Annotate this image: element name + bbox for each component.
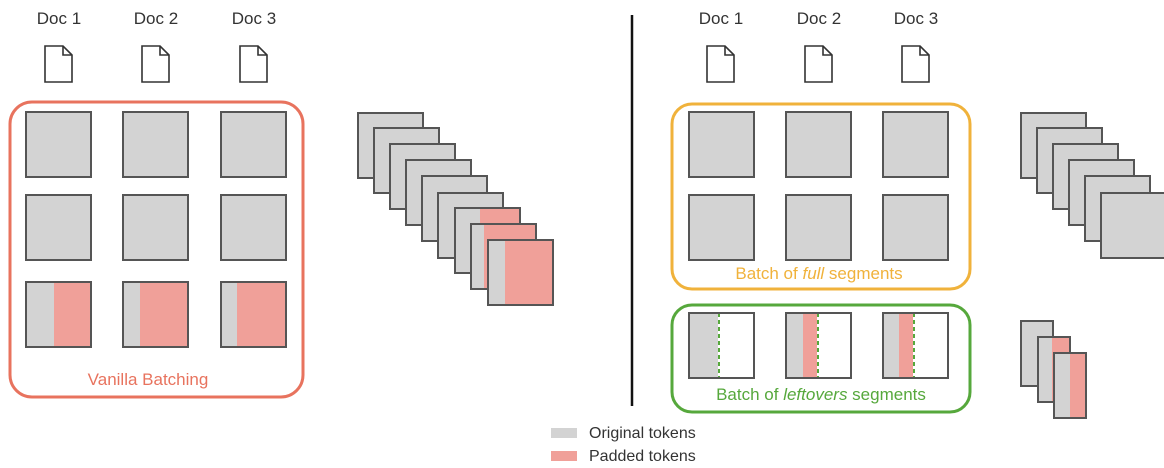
segment-original	[25, 194, 92, 261]
doc-label: Doc 3	[894, 9, 938, 28]
segment-original	[785, 194, 852, 261]
segment-original	[122, 194, 189, 261]
legend-swatch-padded	[551, 451, 577, 461]
segment-original	[122, 111, 189, 178]
segment-leftover	[785, 312, 852, 379]
document-icon	[706, 45, 735, 83]
document-icon	[239, 45, 268, 83]
full-stacked-batch	[1020, 112, 1164, 259]
segment-original	[882, 111, 949, 178]
segment-original	[220, 194, 287, 261]
segment-original	[785, 111, 852, 178]
leftover-stacked-batch	[1020, 320, 1087, 419]
segment-padded	[220, 281, 287, 348]
legend: Original tokens Padded tokens	[551, 425, 696, 465]
segment-padded	[122, 281, 189, 348]
doc-label: Doc 2	[134, 9, 178, 28]
right-panel: Doc 1 Doc 2 Doc 3 Batch of full segments	[670, 9, 1164, 419]
vanilla-batching-label: Vanilla Batching	[88, 370, 209, 389]
doc-label: Doc 1	[37, 9, 81, 28]
vanilla-batch-box	[8, 100, 305, 399]
segment-padded	[25, 281, 92, 348]
segment-original	[882, 194, 949, 261]
segment-original	[688, 111, 755, 178]
left-panel: Doc 1 Doc 2 Doc 3	[8, 9, 554, 399]
doc-label: Doc 3	[232, 9, 276, 28]
segment-original	[688, 194, 755, 261]
legend-label: Padded tokens	[589, 448, 696, 465]
doc-label: Doc 1	[699, 9, 743, 28]
leftover-segments-label: Batch of leftovers segments	[716, 385, 926, 404]
full-batch-box	[670, 102, 972, 291]
document-icon	[804, 45, 833, 83]
legend-swatch-original	[551, 428, 577, 438]
legend-label: Original tokens	[589, 425, 696, 442]
leftover-batch-box	[670, 303, 972, 414]
segment-leftover	[688, 312, 755, 379]
segment-leftover	[882, 312, 949, 379]
document-icon	[901, 45, 930, 83]
vanilla-stacked-batch	[357, 112, 554, 306]
segment-original	[25, 111, 92, 178]
segment-original	[220, 111, 287, 178]
full-segments-label: Batch of full segments	[735, 264, 902, 283]
doc-label: Doc 2	[797, 9, 841, 28]
document-icon	[44, 45, 73, 83]
document-icon	[141, 45, 170, 83]
